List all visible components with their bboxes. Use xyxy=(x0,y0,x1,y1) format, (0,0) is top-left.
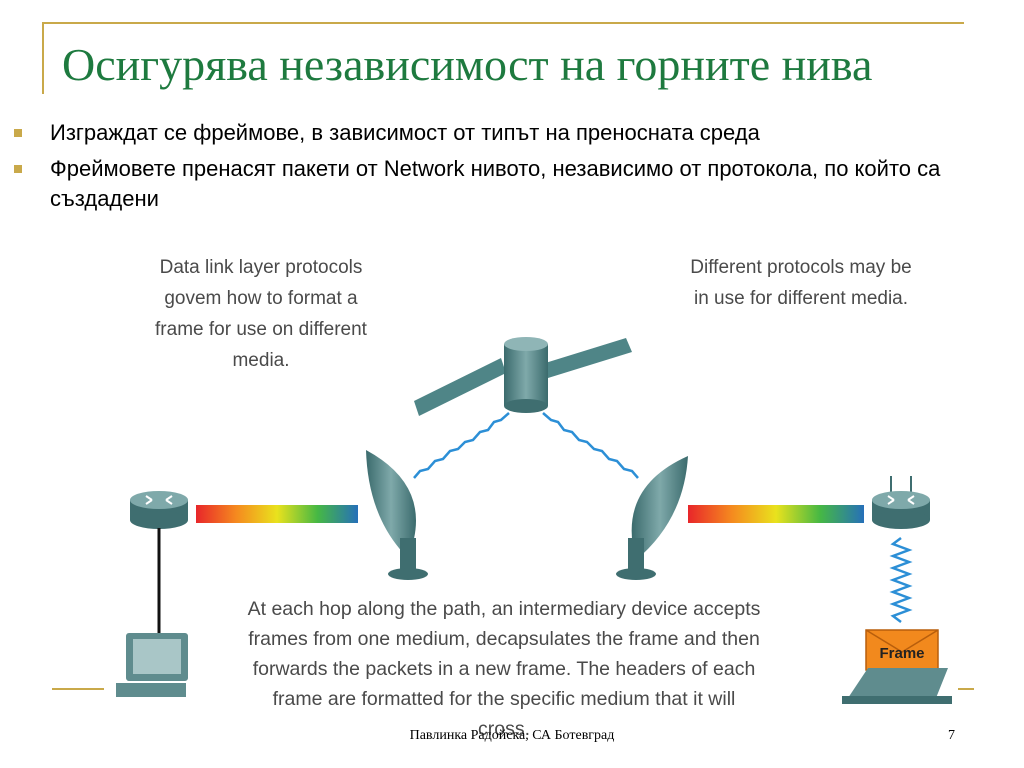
frame-spectrum-right xyxy=(688,505,864,523)
callout-right: Different protocols may be in use for di… xyxy=(690,257,912,309)
callout-bottom: At each hop along the path, an intermedi… xyxy=(247,598,761,740)
slide-number: 7 xyxy=(948,728,955,743)
decorative-top-line xyxy=(42,22,964,24)
wireless-signal xyxy=(889,537,913,623)
decorative-bottom-line xyxy=(52,688,104,690)
callout-left: Data link layer protocols govem how to f… xyxy=(155,257,367,371)
bullet-item: Фреймовете пренасят пакети от Network ни… xyxy=(14,154,1004,214)
bullet-text: Фреймовете пренасят пакети от Network ни… xyxy=(50,156,941,211)
bullet-text: Изграждат се фреймове, в зависимост от т… xyxy=(50,120,760,145)
slide-title: Осигурява независимост на горните нива xyxy=(62,39,873,90)
square-bullet-icon xyxy=(14,165,22,173)
decorative-left-line xyxy=(42,22,44,94)
satellite-icon xyxy=(414,337,632,416)
bullet-item: Изграждат се фреймове, в зависимост от т… xyxy=(14,118,1004,148)
frame-label: Frame xyxy=(879,645,924,662)
router-icon xyxy=(130,491,188,529)
wireless-signal xyxy=(413,412,510,479)
frame-envelope-icon: Frame xyxy=(865,629,939,671)
wireless-router-icon xyxy=(872,476,930,529)
diagram-graphics: Frame xyxy=(116,337,952,704)
computer-icon xyxy=(116,633,188,697)
bullet-list: Изграждат се фреймове, в зависимост от т… xyxy=(14,118,1004,220)
decorative-bottom-line xyxy=(958,688,974,690)
square-bullet-icon xyxy=(14,129,22,137)
satellite-dish-icon xyxy=(616,456,688,580)
frame-spectrum-left xyxy=(196,505,358,523)
wireless-signal xyxy=(542,412,639,479)
network-diagram: Frame Data link layer protocols govem ho… xyxy=(96,238,976,740)
footer-author: Павлинка Радойска, СА Ботевград xyxy=(409,728,615,743)
satellite-dish-icon xyxy=(366,450,428,580)
laptop-icon xyxy=(842,668,952,704)
